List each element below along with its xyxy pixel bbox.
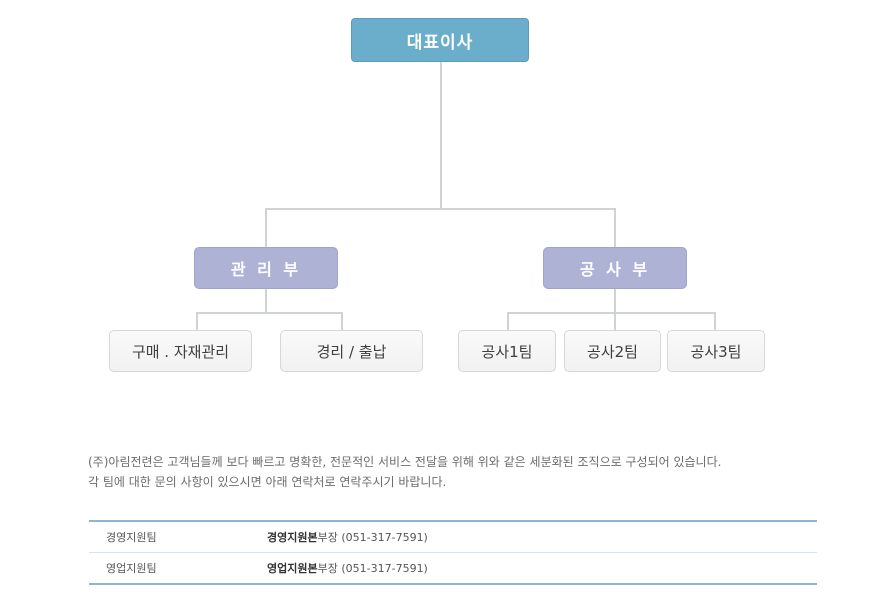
ceo-box: 대표이사: [351, 18, 529, 62]
construction-team-1-line: [507, 312, 509, 330]
contact-rest-text: 부장 (051-317-7591): [317, 531, 428, 544]
construction-team-2-line: [614, 312, 616, 330]
ceo-vertical-line: [440, 62, 442, 208]
accounting-team-line: [341, 312, 343, 330]
contact-team-name: 영업지원팀: [89, 552, 267, 584]
description-line-2: 각 팀에 대한 문의 사항이 있으시면 아래 연락처로 연락주시기 바랍니다.: [88, 475, 447, 489]
org-chart: 대표이사 관 리 부 공 사 부 구매 . 자재관리 경리 / 출납 공사1팀 …: [109, 18, 765, 372]
management-department-line: [265, 208, 267, 247]
construction-department-down-line: [614, 289, 616, 313]
purchase-materials-team-box: 구매 . 자재관리: [109, 330, 252, 372]
construction-team-1-box: 공사1팀: [458, 330, 556, 372]
contact-team-name: 경영지원팀: [106, 531, 157, 544]
accounting-team-box: 경리 / 출납: [280, 330, 423, 372]
contact-row: 영업지원팀 영업지원본부장 (051-317-7591): [89, 552, 817, 584]
management-department-box: 관 리 부: [194, 247, 338, 289]
construction-team-3-box: 공사3팀: [667, 330, 765, 372]
management-team-horizontal-line: [196, 312, 343, 314]
construction-department-box: 공 사 부: [543, 247, 687, 289]
description-line-1: (주)아림전련은 고객님들께 보다 빠르고 명확한, 전문적인 서비스 전달을 …: [88, 455, 722, 469]
construction-department-line: [614, 208, 616, 247]
contact-info: 경영지원본부장 (051-317-7591): [267, 521, 817, 553]
construction-team-3-line: [714, 312, 716, 330]
construction-team-horizontal-line: [507, 312, 716, 314]
contact-strong-text: 경영지원본: [267, 531, 318, 544]
management-department-down-line: [265, 289, 267, 313]
contact-rest-text: 부장 (051-317-7591): [317, 562, 428, 575]
contact-strong-text: 영업지원본: [267, 562, 318, 575]
purchase-team-line: [196, 312, 198, 330]
contact-row: 경영지원팀 경영지원본부장 (051-317-7591): [89, 521, 817, 553]
department-horizontal-line: [265, 208, 616, 210]
contact-table: 경영지원팀 경영지원본부장 (051-317-7591) 영업지원팀 영업지원본…: [89, 520, 817, 585]
organization-description: (주)아림전련은 고객님들께 보다 빠르고 명확한, 전문적인 서비스 전달을 …: [88, 452, 808, 492]
construction-team-2-box: 공사2팀: [564, 330, 661, 372]
contact-info: 영업지원본부장 (051-317-7591): [267, 552, 817, 584]
